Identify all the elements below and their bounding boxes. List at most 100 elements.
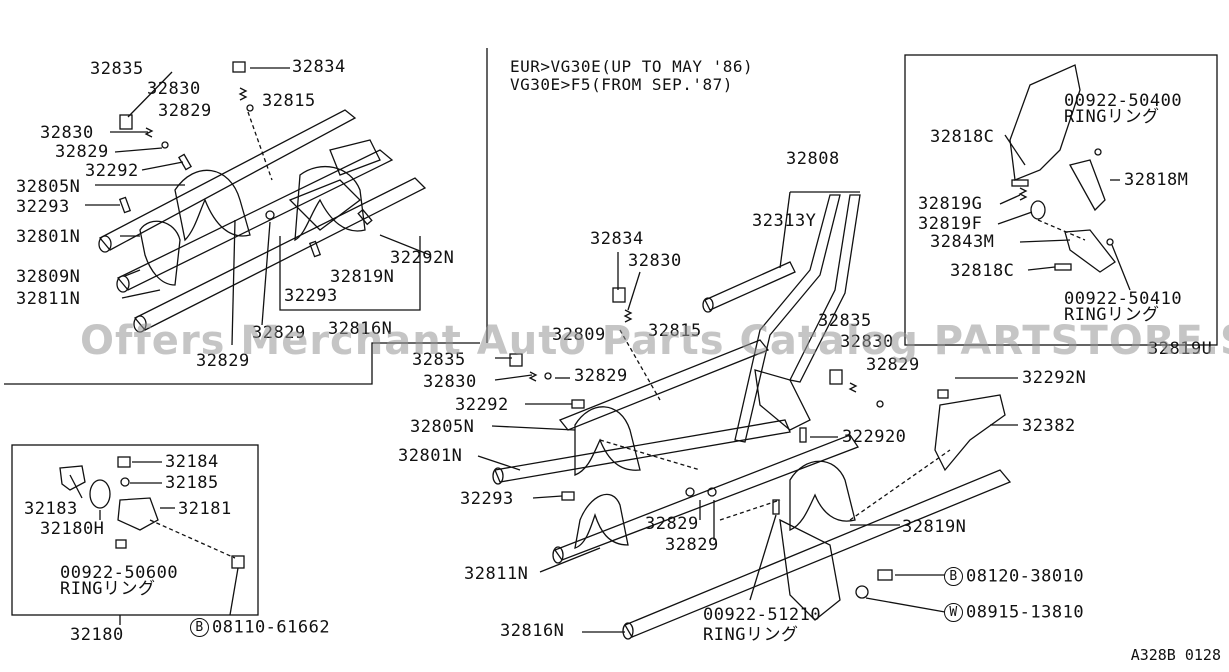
part-label: 32818C <box>930 127 995 147</box>
part-label: 32830 <box>628 251 682 271</box>
part-label: 32801N <box>398 446 463 466</box>
upper-fork-c <box>294 165 366 242</box>
pin-32818C2 <box>1054 263 1072 271</box>
main-fork-32805N <box>574 406 641 476</box>
leader <box>231 219 236 346</box>
selector-rod-32808b <box>789 194 861 383</box>
part-label: 32819G <box>918 194 983 214</box>
leader <box>124 269 141 277</box>
leader <box>69 474 83 499</box>
part-label: 32809 <box>552 325 606 345</box>
w-circle-badge: W <box>944 603 963 622</box>
part-label: 32292N <box>1022 368 1087 388</box>
leader-dashed <box>149 519 236 559</box>
part-label: 32834 <box>292 57 346 77</box>
part-label: 32801N <box>16 227 81 247</box>
plunger-32819F <box>1030 200 1046 220</box>
bolt-32835b <box>509 353 523 367</box>
upper-left-bracket-line <box>4 342 480 385</box>
leader <box>1111 244 1131 291</box>
part-label: RINGリング <box>1064 107 1160 127</box>
main-bracket-32819N <box>779 518 841 621</box>
part-label: 00922-50400 <box>1064 91 1183 111</box>
rail-end-3 <box>133 315 147 333</box>
bolt-32834a <box>232 61 246 73</box>
leader <box>539 547 601 573</box>
main-rail-end-3 <box>552 546 564 564</box>
ring-00922-50410 <box>1106 238 1114 246</box>
leader <box>114 147 163 153</box>
part-label: 32815 <box>648 321 702 341</box>
leader <box>1027 266 1056 271</box>
ball-32829e <box>544 372 552 380</box>
spring-32830d <box>528 371 538 382</box>
part-label: 32835 <box>818 311 872 331</box>
pin-32818C1 <box>1011 179 1029 187</box>
leader <box>749 514 777 601</box>
ball-32829a <box>246 104 254 112</box>
washer-08915 <box>855 585 869 599</box>
b-circle-badge: B <box>944 567 963 586</box>
leader-dashed <box>1037 219 1086 241</box>
part-label: 32808 <box>786 149 840 169</box>
inset-bracket-32843M <box>1064 229 1116 273</box>
leader <box>477 455 521 471</box>
pin-32293c <box>561 491 575 501</box>
leader <box>491 425 576 431</box>
part-label: 32819N <box>902 517 967 537</box>
part-label: 32809N <box>16 267 81 287</box>
leader <box>532 495 563 499</box>
upper-rail-2 <box>116 149 394 291</box>
b-circle-badge: B <box>190 618 209 637</box>
part-label: 32830 <box>40 123 94 143</box>
spring-32830e <box>848 382 858 393</box>
part-label: RINGリング <box>1064 305 1160 325</box>
label-bracket-32819N <box>279 236 421 311</box>
part-label: 32293 <box>460 489 514 509</box>
leader <box>999 194 1021 205</box>
shift-lever-32313Y <box>704 261 796 311</box>
leader <box>997 211 1033 225</box>
part-label: 32835 <box>412 350 466 370</box>
inset-part-32183 <box>59 465 86 491</box>
inset-ball-32185 <box>120 477 130 487</box>
leader <box>127 71 173 118</box>
ball-32829f <box>685 487 695 497</box>
leader <box>141 161 184 171</box>
pin-32293a <box>118 196 132 214</box>
inset-ring-00922-50600 <box>115 539 127 549</box>
part-label: 32830 <box>840 332 894 352</box>
upper-rail-3 <box>133 177 427 331</box>
part-label: 32181 <box>178 499 232 519</box>
part-label: 32830 <box>423 372 477 392</box>
pin-00922-51210 <box>772 499 780 515</box>
upper-rail-1 <box>98 109 357 251</box>
part-label: 32843M <box>930 232 995 252</box>
part-label: 32811N <box>16 289 81 309</box>
main-fork-32811N <box>574 493 629 549</box>
inset-box-right <box>904 54 1218 346</box>
leader <box>379 234 431 256</box>
part-label: 32805N <box>410 417 475 437</box>
header-note-line2: VG30E>F5(FROM SEP.'87) <box>510 75 733 94</box>
leader <box>494 374 533 381</box>
part-label: 32829 <box>55 142 109 162</box>
leader <box>121 289 161 299</box>
spring-32830a <box>238 87 248 101</box>
leader <box>865 597 946 613</box>
lever-end <box>702 297 714 313</box>
part-label: 32816N <box>500 621 565 641</box>
leader <box>1004 134 1026 166</box>
part-label: 32835 <box>90 59 144 79</box>
part-label: 32292N <box>390 248 455 268</box>
main-bracket-32382 <box>934 394 1006 472</box>
bolt-32835a <box>119 114 133 130</box>
part-label: 32819F <box>918 214 983 234</box>
main-fork-32819N <box>789 460 856 531</box>
main-rail-32811N <box>553 434 859 561</box>
part-label: RINGリング <box>60 579 156 599</box>
main-rail-32816N <box>624 469 1012 638</box>
